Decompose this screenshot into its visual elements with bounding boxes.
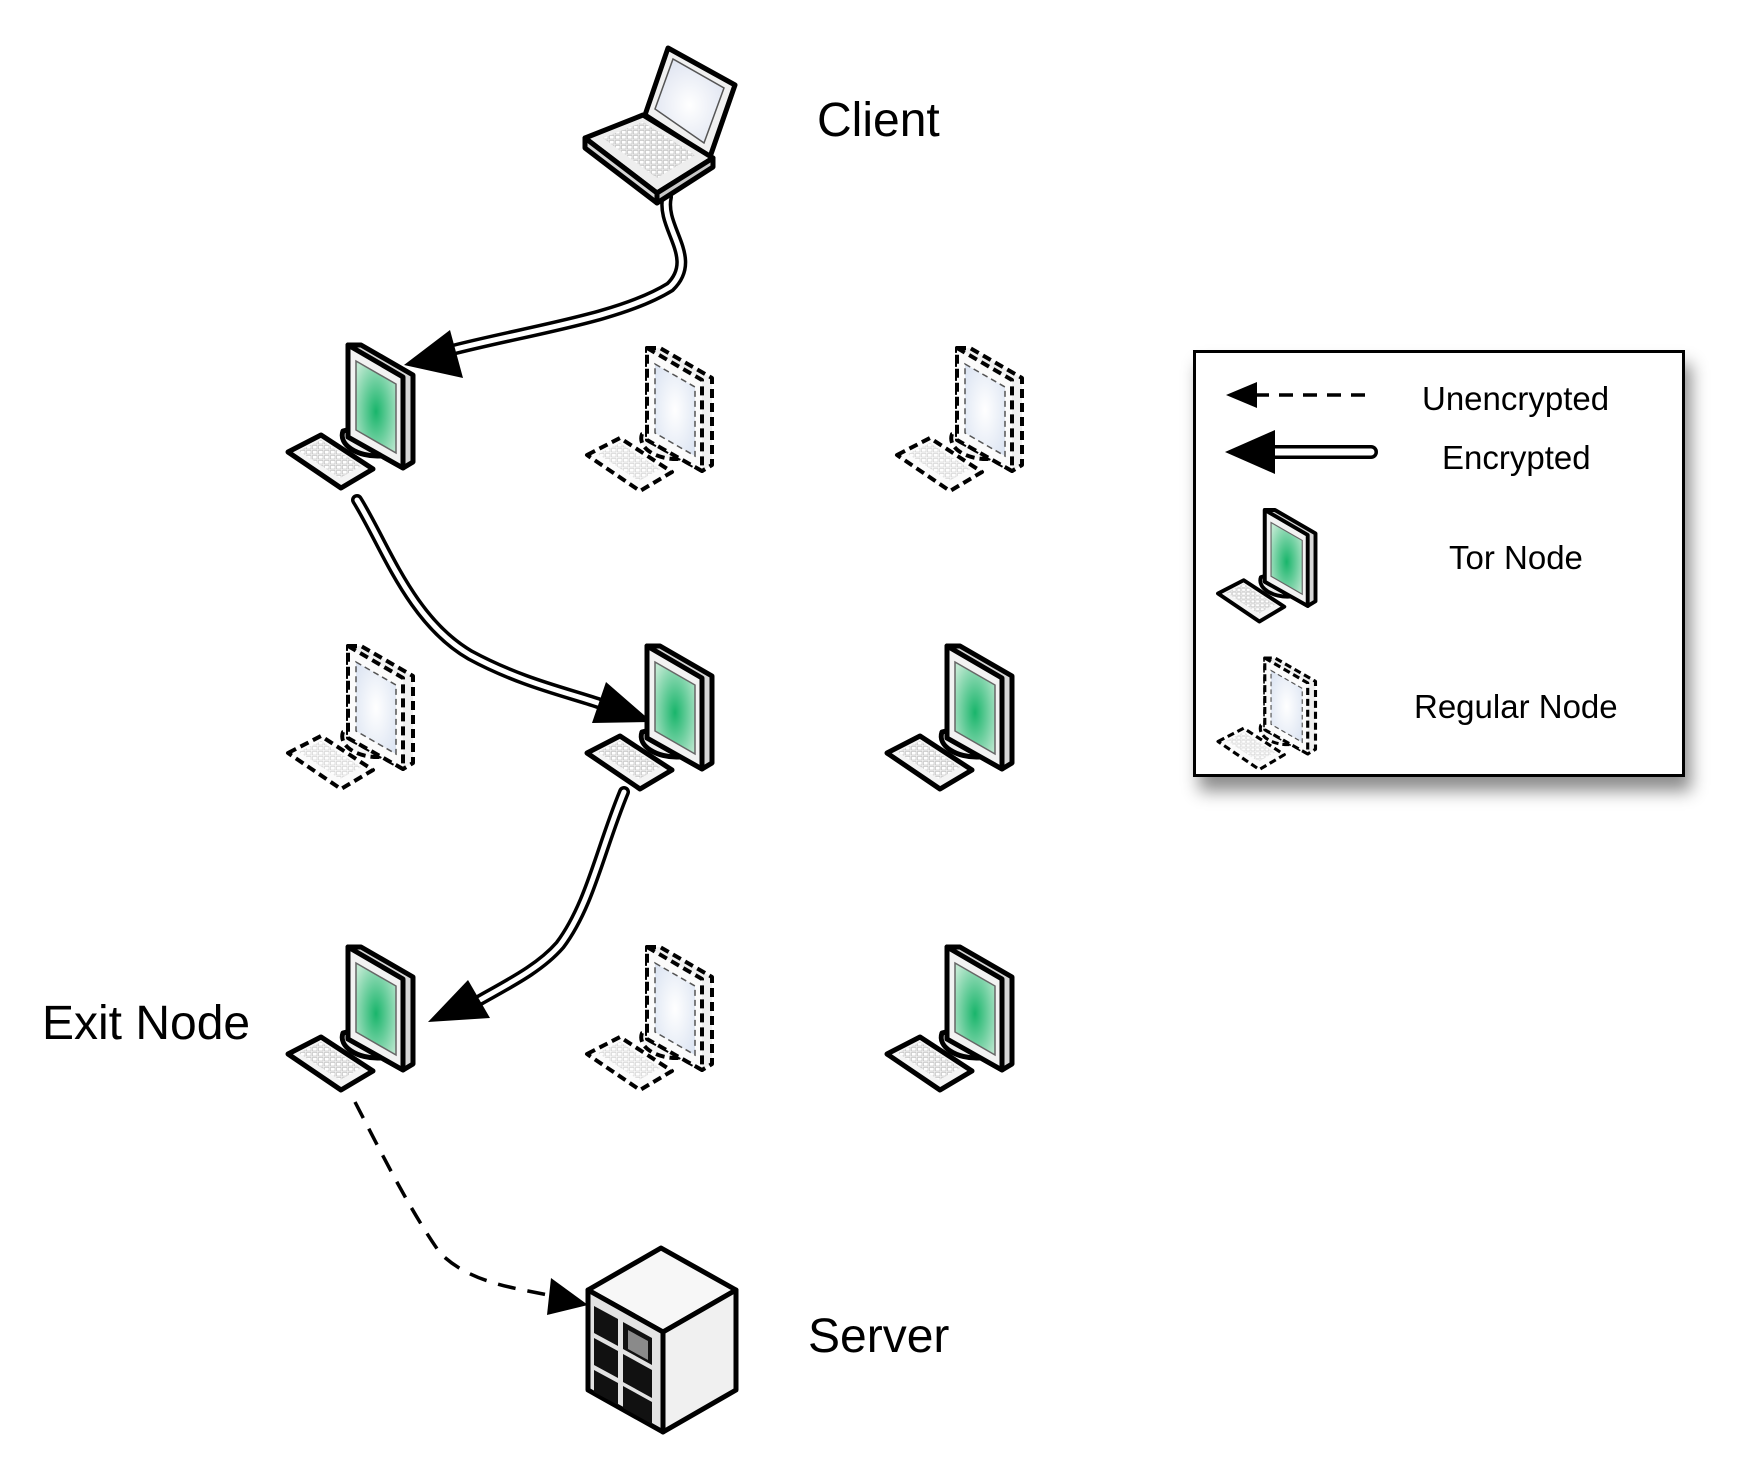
regular-node-icon — [585, 346, 714, 493]
tor-exit-node-icon — [288, 947, 413, 1090]
server-cube-icon — [585, 1245, 739, 1435]
regular-node-icon — [286, 644, 415, 791]
legend-encrypted-label: Encrypted — [1442, 439, 1591, 476]
client-label: Client — [817, 94, 940, 147]
encrypted-link-client-to-entry — [404, 191, 688, 378]
legend-regular-node-label: Regular Node — [1414, 688, 1618, 725]
regular-node-icon — [585, 945, 714, 1092]
encrypted-arrow-icon — [1225, 430, 1378, 474]
legend: Unencrypted Encrypted Tor Node Regular N… — [1193, 350, 1685, 777]
server-label: Server — [808, 1310, 950, 1363]
tor-node-icon — [887, 646, 1012, 789]
legend-tor-node-label: Tor Node — [1449, 539, 1583, 576]
unencrypted-link-exit-to-server — [353, 1101, 588, 1315]
regular-node-legend-icon — [1216, 656, 1318, 772]
unencrypted-arrow-icon — [1226, 382, 1371, 408]
legend-symbols — [1216, 382, 1378, 772]
laptop-icon — [582, 45, 738, 206]
legend-unencrypted-label: Unencrypted — [1422, 380, 1610, 417]
exit-node-label: Exit Node — [42, 997, 251, 1050]
regular-node-icon — [895, 346, 1024, 493]
encrypted-link-entry-to-middle — [351, 494, 652, 723]
encrypted-link-middle-to-exit — [428, 786, 630, 1022]
tor-node-legend-icon — [1216, 508, 1318, 624]
tor-node-icon — [887, 947, 1012, 1090]
tor-entry-node-icon — [288, 345, 413, 488]
